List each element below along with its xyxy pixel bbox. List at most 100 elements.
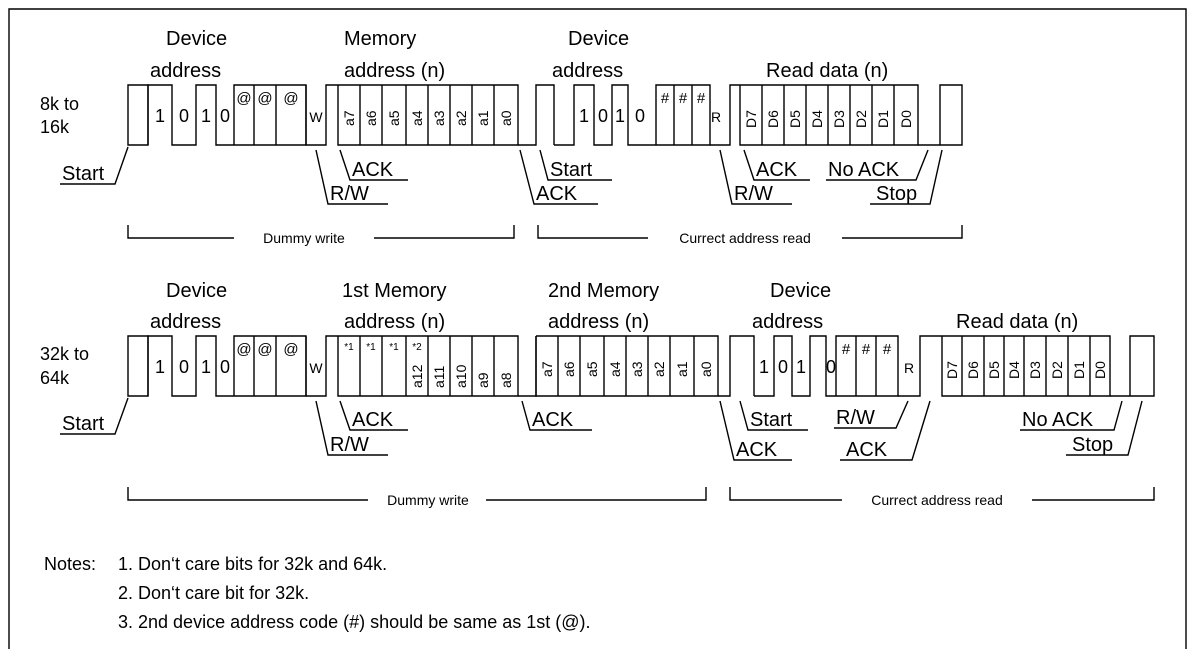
bit-a7: a7 <box>539 361 555 377</box>
dont-care-note-1: *1 <box>344 342 354 353</box>
label-ack-2: ACK <box>532 409 574 431</box>
row-label-line1: 8k to <box>40 94 79 114</box>
bit-0b: 0 <box>220 357 230 377</box>
header-read-data: Read data (n) <box>766 60 888 82</box>
write-bit: W <box>309 109 323 125</box>
bit-1: 1 <box>155 106 165 126</box>
notes: Notes: 1. Don‘t care bits for 32k and 64… <box>44 554 591 632</box>
code-at-3: @ <box>283 90 298 107</box>
bracket-dummy-write <box>127 225 515 239</box>
dont-care-note-1b: *1 <box>366 342 376 353</box>
code-hash-1: # <box>842 341 851 358</box>
code-hash-1: # <box>661 90 670 107</box>
bit-a0: a0 <box>498 110 514 126</box>
waveform-1 <box>127 84 963 146</box>
label-ack-3: ACK <box>736 439 778 461</box>
bit-a4: a4 <box>409 110 425 126</box>
bit-a3: a3 <box>431 110 447 126</box>
header-device-address-1b: address <box>150 60 221 82</box>
bit-d6: D6 <box>965 361 981 379</box>
code-at-1: @ <box>236 90 251 107</box>
bit-0: 0 <box>179 106 189 126</box>
label-rw: R/W <box>330 434 369 456</box>
bracket-dummy-write-label: Dummy write <box>263 230 345 246</box>
label-start-2: Start <box>550 159 593 181</box>
label-rw-2: R/W <box>836 407 875 429</box>
bit-d5: D5 <box>787 110 803 128</box>
bit2-1b: 1 <box>615 106 625 126</box>
header2-read-data: Read data (n) <box>956 311 1078 333</box>
bracket-current-read <box>729 487 1155 501</box>
bit-d5: D5 <box>986 361 1002 379</box>
bit2-1: 1 <box>759 357 769 377</box>
bit-d1: D1 <box>875 110 891 128</box>
bit-a11: a11 <box>431 365 447 388</box>
note-3: 3. 2nd device address code (#) should be… <box>118 612 591 632</box>
bit-d3: D3 <box>831 110 847 128</box>
header2-1st-memory-b: address (n) <box>344 311 445 333</box>
bit-d2: D2 <box>853 110 869 128</box>
header2-1st-memory: 1st Memory <box>342 280 446 302</box>
block-32k-64k: 32k to 64k Device address 1st Memory add… <box>40 280 1155 508</box>
bit-a2: a2 <box>651 361 667 377</box>
row-label-2-line2: 64k <box>40 368 70 388</box>
row-label-2-line1: 32k to <box>40 344 89 364</box>
code-hash-2: # <box>679 90 688 107</box>
notes-heading: Notes: <box>44 554 96 574</box>
write-bit: W <box>309 360 323 376</box>
note-2: 2. Don‘t care bit for 32k. <box>118 583 309 603</box>
header-memory-address-b: address (n) <box>344 60 445 82</box>
bit-d2: D2 <box>1049 361 1065 379</box>
data-bits-1: D7 D6 D5 D4 D3 D2 D1 D0 <box>743 110 914 128</box>
code-at-2: @ <box>257 90 272 107</box>
bit-1: 1 <box>155 357 165 377</box>
header2-device-address-1: Device <box>166 280 227 302</box>
header2-device-address-1b: address <box>150 311 221 333</box>
bit-a5: a5 <box>386 110 402 126</box>
waveform-2 <box>127 335 1155 397</box>
block-8k-16k: 8k to 16k Device address Memory address … <box>40 28 963 246</box>
bit2-0: 0 <box>598 106 608 126</box>
bit-a7: a7 <box>341 110 357 126</box>
label-rw: R/W <box>330 183 369 205</box>
header-memory-address: Memory <box>344 28 416 50</box>
row-label-line2: 16k <box>40 117 70 137</box>
bit-d0: D0 <box>1092 361 1108 379</box>
bit-d7: D7 <box>743 110 759 128</box>
bit-a3: a3 <box>629 361 645 377</box>
diagram-frame <box>8 8 1187 649</box>
read-bit: R <box>904 360 914 376</box>
code-hash-2: # <box>862 341 871 358</box>
header2-device-address-2b: address <box>752 311 823 333</box>
label-start: Start <box>62 163 105 185</box>
bit-a12: a12 <box>409 364 425 388</box>
header-device-address-1: Device <box>166 28 227 50</box>
header2-device-address-2: Device <box>770 280 831 302</box>
code-hash-3: # <box>697 90 706 107</box>
label-ack-3: ACK <box>756 159 798 181</box>
data-bits-2: D7 D6 D5 D4 D3 D2 D1 D0 <box>944 361 1108 379</box>
bracket-current-read-label: Currect address read <box>871 492 1003 508</box>
bit-d7: D7 <box>944 361 960 379</box>
bit-d0: D0 <box>898 110 914 128</box>
memory-bits-low: a7 a6 a5 a4 a3 a2 a1 a0 <box>539 361 714 377</box>
bit-d1: D1 <box>1071 361 1087 379</box>
label-start: Start <box>62 413 105 435</box>
label-rw-2: R/W <box>734 183 773 205</box>
dont-care-note-1c: *1 <box>389 342 399 353</box>
bracket-current-read <box>537 225 963 239</box>
code-hash-3: # <box>883 341 892 358</box>
label-ack: ACK <box>352 159 394 181</box>
code-at-2: @ <box>257 341 272 358</box>
label-stop: Stop <box>1072 434 1113 456</box>
bit-a1: a1 <box>475 110 491 126</box>
bit2-0b: 0 <box>826 357 836 377</box>
bit-a2: a2 <box>453 110 469 126</box>
code-at-3: @ <box>283 341 298 358</box>
bit-a9: a9 <box>475 372 491 388</box>
note-1: 1. Don‘t care bits for 32k and 64k. <box>118 554 387 574</box>
bracket-dummy-write <box>127 487 707 501</box>
header-device-address-2b: address <box>552 60 623 82</box>
bit2-1: 1 <box>579 106 589 126</box>
